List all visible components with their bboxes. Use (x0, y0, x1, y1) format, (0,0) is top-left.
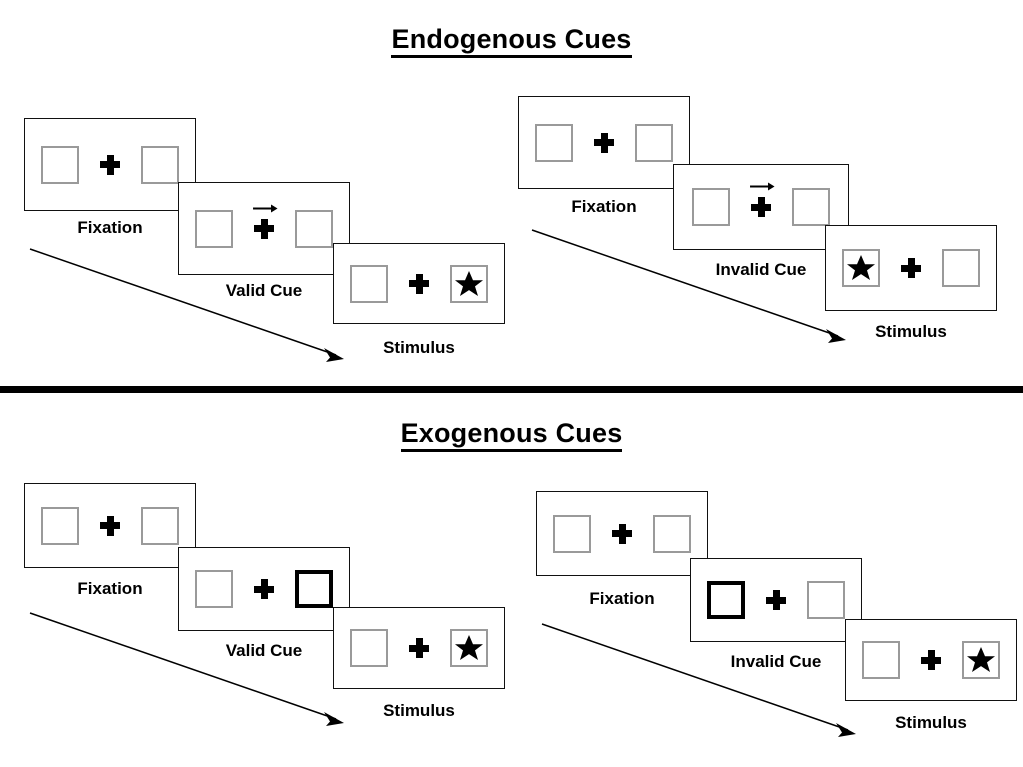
plus-icon (751, 197, 771, 217)
panel-endogenous-valid-fixation (24, 118, 196, 211)
arrow-right-icon (750, 182, 775, 191)
left-box (195, 209, 233, 248)
fixation-center (748, 182, 775, 229)
panel-exogenous-invalid-cue (690, 558, 862, 642)
panel-content (862, 638, 1000, 682)
panel-endogenous-invalid-cue (673, 164, 849, 250)
panel-exogenous-valid-fixation (24, 483, 196, 568)
fixation-center (251, 204, 278, 251)
fixation-center (97, 143, 123, 187)
right-box (450, 264, 488, 303)
caption-endogenous-valid-stimulus: Stimulus (383, 338, 455, 357)
panel-endogenous-invalid-fixation (518, 96, 690, 189)
plus-icon (409, 638, 429, 658)
left-box (692, 188, 730, 226)
right-box (942, 249, 980, 287)
right-box-cued (295, 570, 333, 608)
plus-icon (254, 218, 274, 239)
right-box (962, 641, 1000, 679)
plus-icon (766, 590, 786, 610)
plus-icon (409, 273, 429, 294)
left-box (41, 145, 79, 184)
section-divider (0, 386, 1023, 393)
panel-content (195, 567, 333, 611)
caption-exogenous-valid-stimulus: Stimulus (383, 701, 455, 720)
fixation-center (406, 626, 432, 670)
left-box (195, 570, 233, 608)
left-box (535, 123, 573, 162)
panel-endogenous-invalid-stimulus (825, 225, 997, 311)
panel-exogenous-invalid-fixation (536, 491, 708, 576)
caption-endogenous-valid-fixation: Fixation (77, 218, 143, 237)
left-box (41, 506, 79, 545)
left-box (350, 629, 388, 667)
panel-content (41, 143, 179, 187)
left-box-cued (707, 581, 745, 619)
fixation-center (406, 262, 432, 306)
caption-endogenous-invalid-stimulus: Stimulus (875, 322, 947, 341)
panel-content (553, 512, 691, 556)
star-icon (847, 255, 875, 280)
panel-content (195, 204, 333, 251)
caption-exogenous-invalid-cue: Invalid Cue (730, 652, 822, 671)
right-box (807, 581, 845, 619)
fixation-center (918, 638, 944, 682)
plus-icon (254, 579, 274, 599)
panel-exogenous-invalid-stimulus (845, 619, 1017, 701)
fixation-center (763, 578, 789, 622)
left-box (553, 514, 591, 553)
plus-icon (901, 258, 921, 278)
left-box (842, 249, 880, 287)
right-box (141, 145, 179, 184)
panel-endogenous-valid-stimulus (333, 243, 505, 324)
caption-endogenous-invalid-cue: Invalid Cue (715, 260, 807, 279)
right-box (295, 209, 333, 248)
section-title-endogenous-text: Endogenous Cues (391, 24, 632, 58)
fixation-center (609, 512, 635, 556)
right-box (653, 514, 691, 553)
section-title-exogenous: Exogenous Cues (0, 418, 1023, 452)
caption-exogenous-valid-cue: Valid Cue (225, 641, 303, 660)
right-box (141, 506, 179, 545)
panel-content (692, 182, 830, 229)
plus-icon (100, 154, 120, 175)
caption-endogenous-valid-cue: Valid Cue (225, 281, 303, 300)
caption-exogenous-invalid-fixation: Fixation (589, 589, 655, 608)
right-box (635, 123, 673, 162)
plus-icon (100, 515, 120, 536)
right-box (792, 188, 830, 226)
arrow-right-icon (253, 204, 278, 212)
left-box (350, 264, 388, 303)
left-box (862, 641, 900, 679)
fixation-center (97, 504, 123, 548)
section-title-endogenous: Endogenous Cues (0, 24, 1023, 58)
caption-exogenous-invalid-stimulus: Stimulus (895, 713, 967, 732)
panel-content (535, 121, 673, 165)
panel-exogenous-valid-cue (178, 547, 350, 631)
fixation-center (898, 246, 924, 290)
panel-endogenous-valid-cue (178, 182, 350, 275)
fixation-center (591, 121, 617, 165)
star-icon (455, 635, 483, 660)
panel-exogenous-valid-stimulus (333, 607, 505, 689)
caption-exogenous-valid-fixation: Fixation (77, 579, 143, 598)
panel-content (350, 262, 488, 306)
panel-content (707, 578, 845, 622)
plus-icon (612, 523, 632, 544)
star-icon (967, 647, 995, 672)
caption-endogenous-invalid-fixation: Fixation (571, 197, 637, 216)
panel-content (41, 504, 179, 548)
fixation-center (251, 567, 277, 611)
star-icon (455, 270, 483, 296)
section-title-exogenous-text: Exogenous Cues (400, 418, 623, 452)
right-box (450, 629, 488, 667)
plus-icon (594, 132, 614, 153)
plus-icon (921, 650, 941, 670)
panel-content (842, 246, 980, 290)
panel-content (350, 626, 488, 670)
